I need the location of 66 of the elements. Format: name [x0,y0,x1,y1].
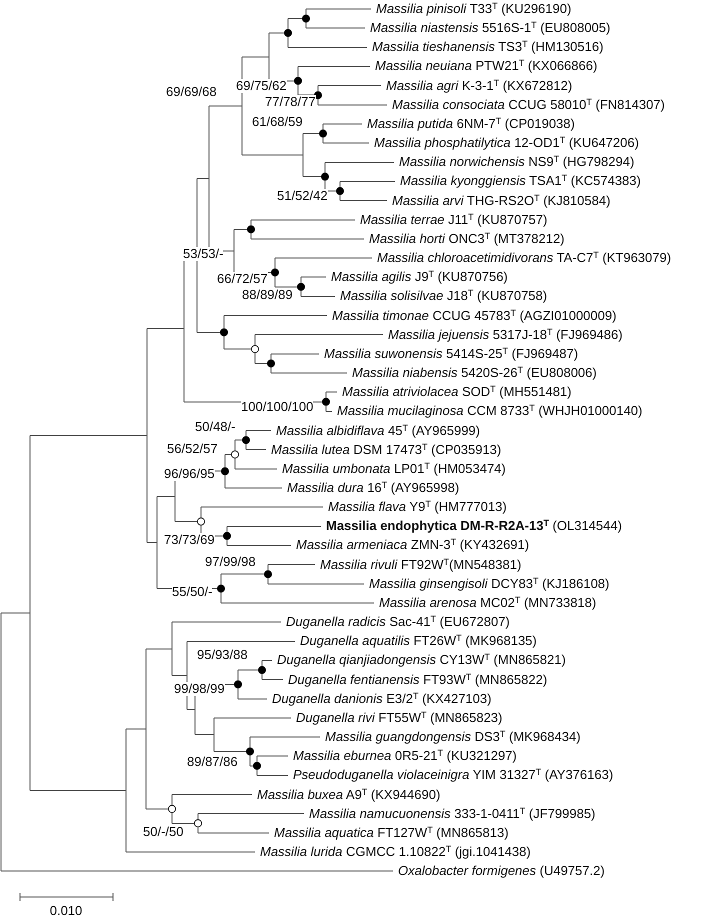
taxon-label: Massilia tieshanensis TS3$^{T}$ (HM130516) [372,39,604,56]
bootstrap-value: 61/68/59 [252,115,303,129]
taxon-label: Oxalobacter formigenes (U49757.2) [398,863,605,880]
bootstrap-value: 73/73/69 [164,533,215,547]
taxon-label: Massilia timonae CCUG 45783$^{T}$ (AGZI01000009) [332,308,616,324]
taxon-label: Massilia kyonggiensis TSA1$^{T}$ (KC574383) [400,173,641,190]
taxon-label: Massilia suwonensis 5414S-25$^{T}$ (FJ969487) [324,346,578,362]
bootstrap-value: 95/93/88 [197,648,248,662]
taxon-label: Massilia pinisoli T33$^{T}$ (KU296190) [376,1,572,17]
bootstrap-value: 51/52/42 [277,189,328,203]
taxon-label: Massilia agilis J9$^{T}$ (KU870756) [331,269,508,286]
taxon-label: Massilia mucilaginosa CCM 8733$^{T}$ (WHJH01000140) [337,403,642,420]
taxon-label: Massilia dura 16$^{T}$ (AY965998) [287,480,460,496]
taxon-label: Massilia flava Y9$^{T}$ (HM777013) [328,499,507,516]
taxon-label: Massilia horti ONC3$^{T}$ (MT378212) [369,230,565,247]
bootstrap-value: 69/75/62 [236,79,287,93]
taxon-label: Massilia lurida CGMCC 1.10822$^{T}$ (jgi.1041438) [260,844,531,860]
bootstrap-value: 50/-/50 [143,825,184,839]
bootstrap-value: 50/48/- [195,420,236,434]
taxon-label: Massilia buxea A9$^{T}$ (KX944690) [257,786,440,803]
taxon-label: Massilia consociata CCUG 58010$^{T}$ (FN814307) [392,96,665,113]
taxon-label: Massilia rivuli FT92W$^{T}$(MN548381) [320,556,522,573]
taxon-label: Massilia albidiflava 45$^{T}$ (AY965999) [276,422,480,439]
taxon-label: Massilia endophytica DM-R-R2A-13$^{T}$ (OL314544) [326,518,622,534]
bootstrap-value: 55/50/- [172,585,212,599]
taxon-label: Massilia guangdongensis DS3$^{T}$ (MK968434) [325,729,581,746]
taxon-label: Massilia namucuonensis 333-1-0411$^{T}$ (JF799985) [309,806,596,822]
taxon-label: Massilia neuiana PTW21$^{T}$ (KX066866) [375,58,598,74]
bootstrap-value: 66/72/57 [217,272,268,286]
taxon-label: Massilia niastensis 5516S-1$^{T}$ (EU808005) [370,20,610,36]
taxon-label: Duganella rivi FT55W$^{T}$ (MN865823) [296,710,502,726]
taxon-label: Massilia jejuensis 5317J-18$^{T}$ (FJ969486) [388,326,623,343]
taxon-label: Massilia aquatica FT127W$^{T}$ (MN865813) [274,824,509,841]
taxon-label: Massilia umbonata LP01$^{T}$ (HM053474) [282,460,506,477]
taxon-label: Duganella aquatilis FT26W$^{T}$ (MK968135) [300,633,537,650]
taxon-label: Pseudoduganella violaceinigra YIM 31327$^{T}$ (AY376163) [293,767,614,784]
taxon-label: Massilia eburnea 0R5-21$^{T}$ (KU321297) [293,748,517,764]
taxon-label: Massilia solisilvae J18$^{T}$ (KU870758) [340,288,548,304]
taxon-label: Massilia armeniaca ZMN-3$^{T}$ (KY432691) [296,537,530,554]
bootstrap-value: 56/52/57 [167,442,218,456]
bootstrap-value: 53/53/- [183,247,224,261]
taxon-label: Massilia arenosa MC02$^{T}$ (MN733818) [379,594,596,611]
bootstrap-value: 100/100/100 [241,400,314,414]
taxon-label: Massilia chloroacetimidivorans TA-C7$^{T}$ (KT963079) [377,250,672,266]
taxon-label: Massilia ginsengisoli DCY83$^{T}$ (KJ186108) [369,576,610,592]
taxon-label: Duganella qianjiadongensis CY13W$^{T}$ (MN865821) [277,652,566,668]
taxon-label: Massilia norwichensis NS9$^{T}$ (HG798294) [399,154,634,170]
bootstrap-value: 97/99/98 [205,555,256,569]
taxon-label: Massilia atriviolacea SOD$^{T}$ (MH551481) [342,384,572,400]
taxon-label: Massilia terrae J11$^{T}$ (KU870757) [360,212,548,228]
bootstrap-value: 77/78/77 [265,95,316,109]
taxon-label: Massilia lutea DSM 17473$^{T}$ (CP035913) [271,442,502,458]
bootstrap-value: 89/87/86 [187,755,238,769]
bootstrap-value: 99/98/99 [174,682,225,696]
bootstrap-value: 88/89/89 [242,288,293,302]
taxon-label: Duganella fentianensis FT93W$^{T}$ (MN865822) [288,672,548,688]
taxon-label: Massilia putida 6NM-7$^{T}$ (CP019038) [367,116,575,132]
taxon-label: Duganella radicis Sac-41$^{T}$ (EU672807) [286,614,510,630]
taxon-label: Massilia phosphatilytica 12-OD1$^{T}$ (KU647206) [374,135,639,152]
taxon-label: Duganella danionis E3/2$^{T}$ (KX427103) [272,690,492,707]
bootstrap-value: 69/69/68 [166,85,217,99]
taxon-label: Massilia arvi THG-RS2O$^{T}$ (KJ810584) [392,192,610,209]
taxon-label: Massilia agri K-3-1$^{T}$ (KX672812) [386,78,572,94]
taxon-label: Massilia niabensis 5420S-26$^{T}$ (EU808006) [352,365,597,382]
scale-value: 0.010 [50,903,82,919]
bootstrap-value: 96/96/95 [164,467,215,481]
